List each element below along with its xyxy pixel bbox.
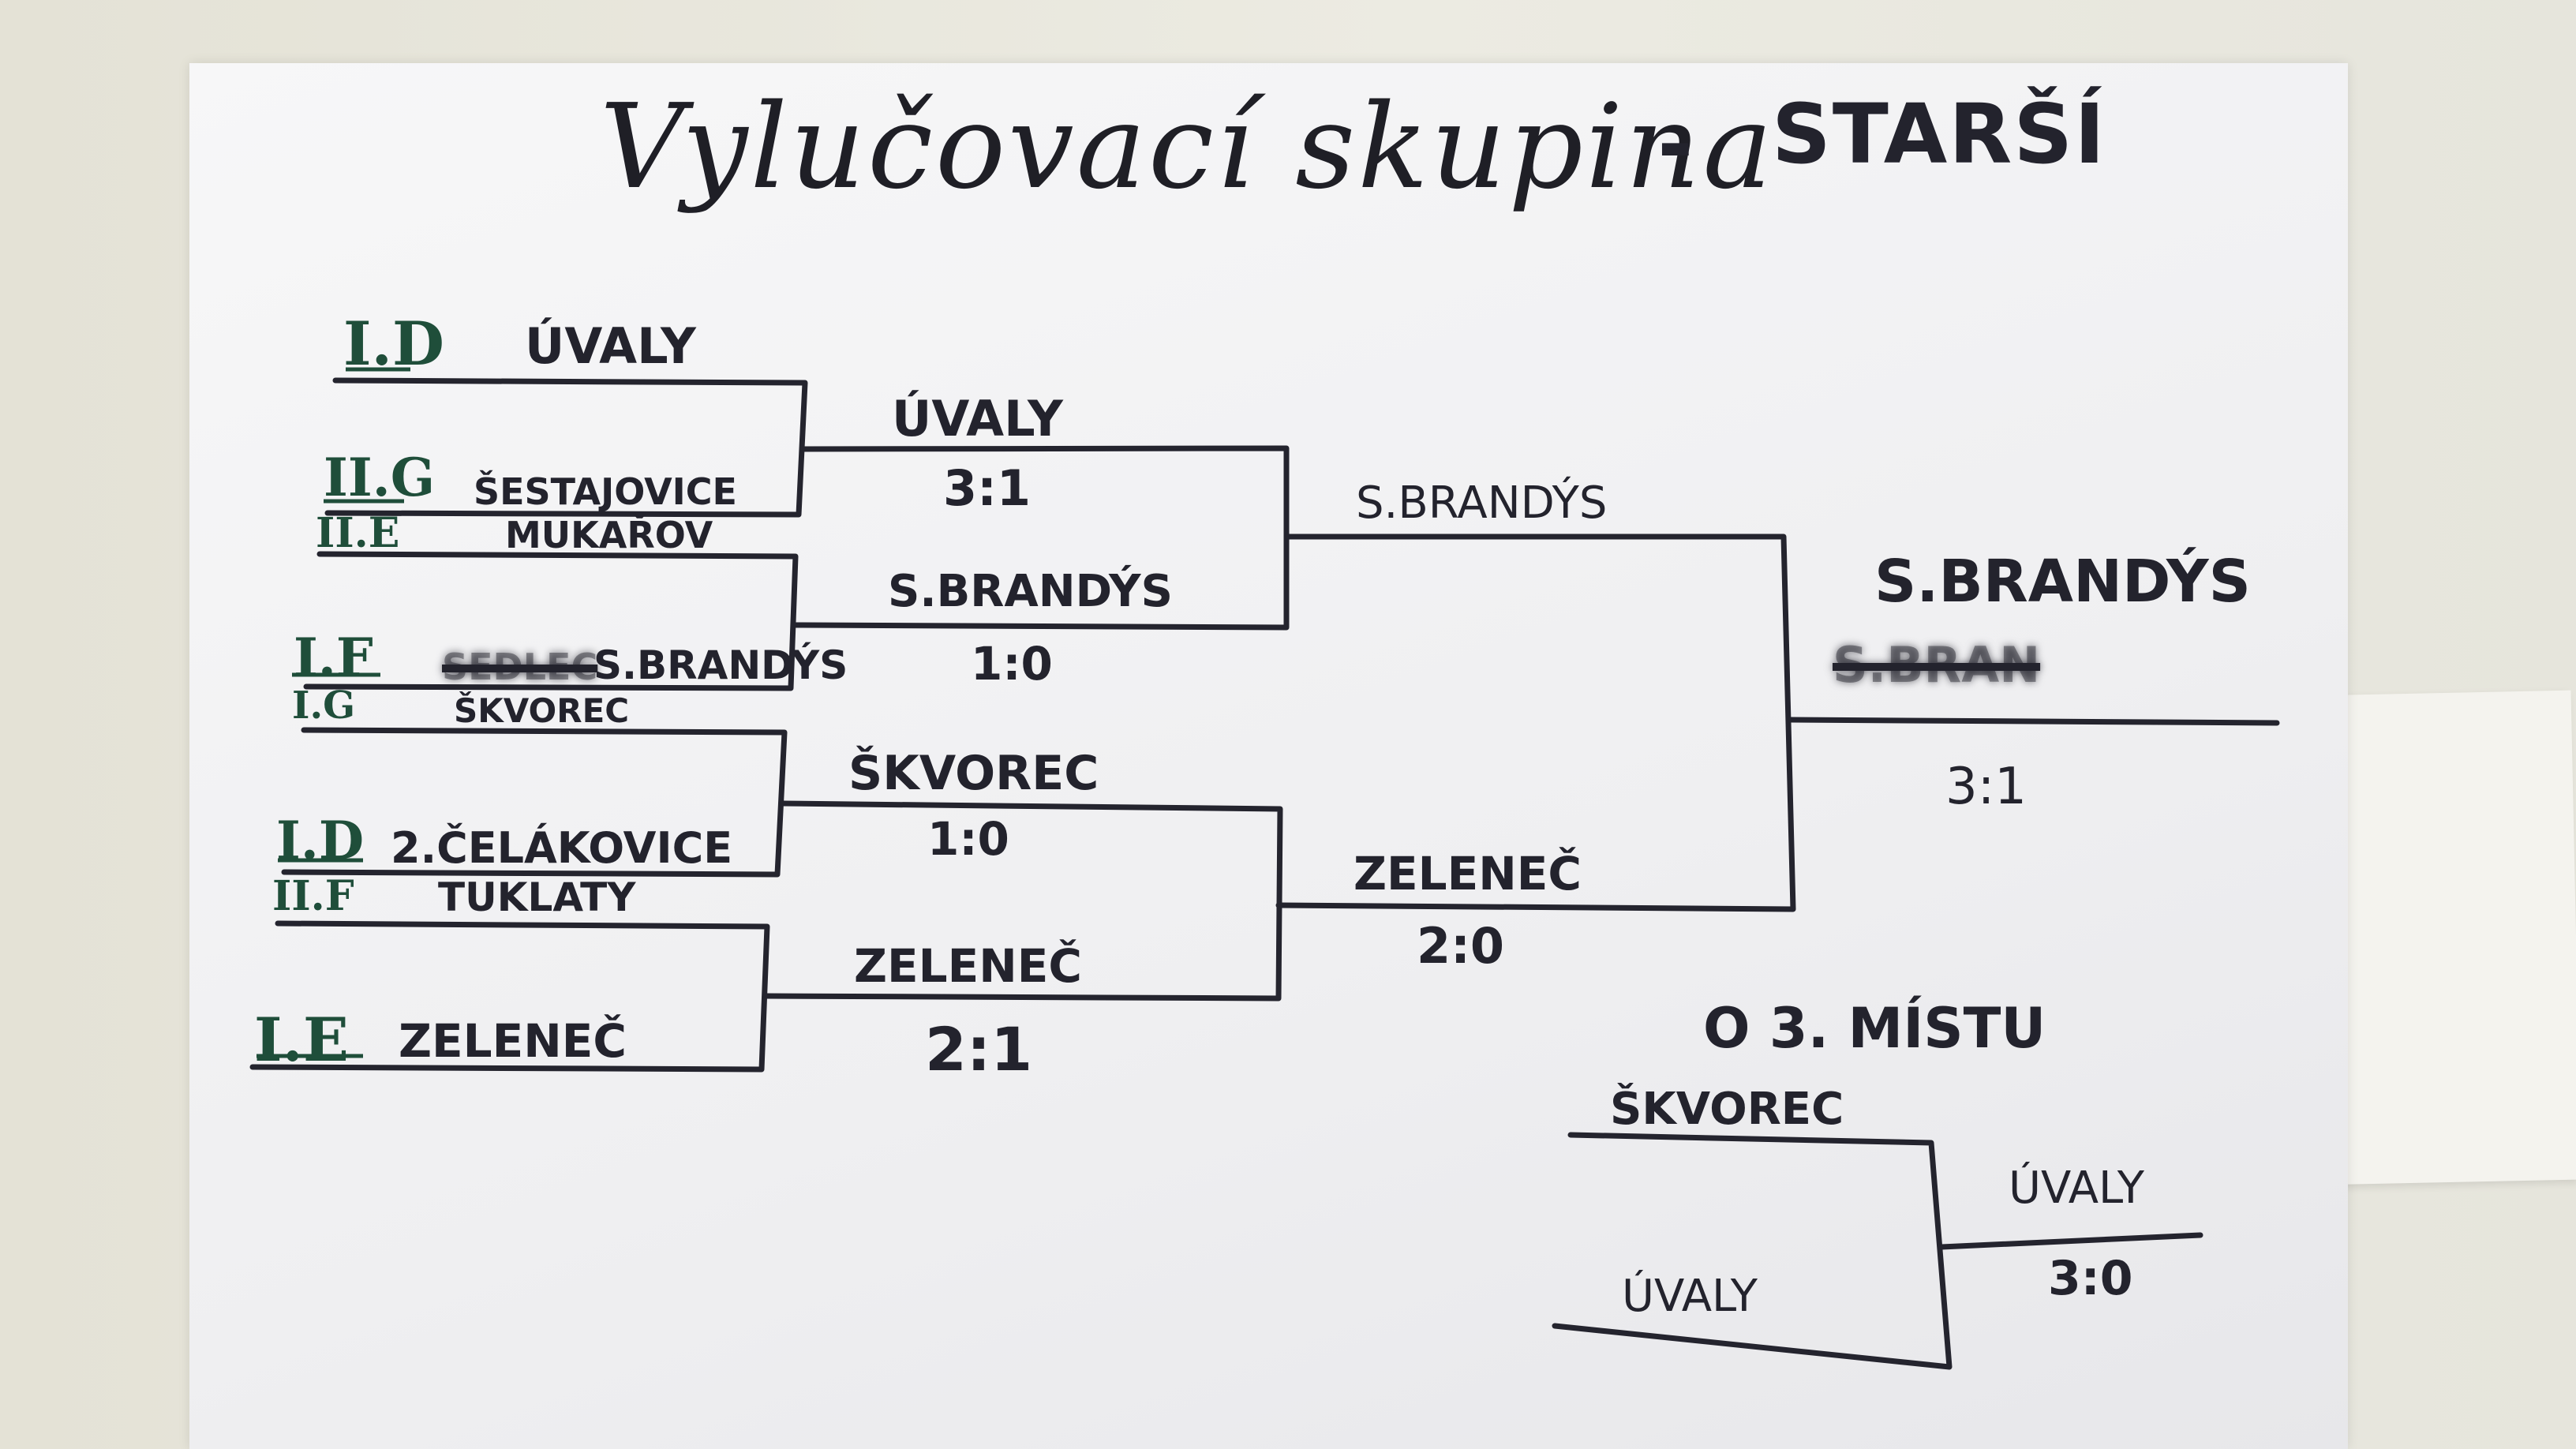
seed-label: II.E [316,509,400,557]
third-place-score: 3:0 [2048,1251,2133,1306]
qf-winner-team: S.BRANDÝS [888,566,1173,617]
crossed-out-team: S.BRAN [1833,636,2041,694]
team-name: ŠESTAJOVICE [474,470,737,513]
qf-score: 1:0 [971,637,1053,691]
page-title: Vylučovací skupina [600,79,1775,215]
final-winner-team: S.BRANDÝS [1874,548,2251,616]
qf-winner-team: ZELENEČ [854,939,1082,993]
seed-label: I.F [294,627,373,688]
team-name: ZELENEČ [399,1014,627,1068]
qf-score: 1:0 [927,812,1009,866]
team-name: S.BRANDÝS [593,642,848,688]
sf-winner-team: S.BRANDÝS [1356,477,1608,529]
sf-score: 2:0 [1417,917,1505,975]
qf-winner-team: ÚVALY [892,390,1063,447]
bracket-third-place-match [1552,1132,1953,1370]
final-score: 3:1 [1945,758,2027,816]
third-place-winner-team: ÚVALY [2009,1163,2144,1214]
title-dash: - [1657,94,1694,195]
seed-label: II.G [324,447,436,508]
qf-score: 2:1 [925,1014,1033,1084]
bracket-r1-match2 [303,551,799,691]
seed-label: I.D [343,309,444,379]
team-name: TUKLATY [438,874,636,920]
team-name: 2.ČELÁKOVICE [391,823,733,873]
sf-winner-team: ZELENEČ [1354,847,1582,900]
crossed-out-team: SEDLEC [442,646,598,688]
seed-label: II.F [272,872,354,920]
third-place-team-b: ÚVALY [1622,1271,1758,1322]
qf-winner-team: ŠKVOREC [848,746,1099,801]
seed-label: I.G [292,683,356,728]
bracket-final-line [1787,717,2280,726]
seed-label: I.D [276,810,365,871]
team-name: MUKAŘOV [505,514,713,556]
bracket-sf-match [1275,534,1796,912]
team-name: ÚVALY [525,317,696,375]
third-place-team-a: ŠKVOREC [1610,1084,1844,1135]
qf-score: 3:1 [943,459,1032,517]
team-name: ŠKVOREC [454,691,630,730]
bracket-third-place-winner-line [1938,1232,2203,1250]
title-category: STARŠÍ [1772,86,2106,182]
seed-label: I.E [254,1005,349,1075]
bracket-poster [189,63,2348,1449]
third-place-heading: O 3. MÍSTU [1703,996,2046,1061]
